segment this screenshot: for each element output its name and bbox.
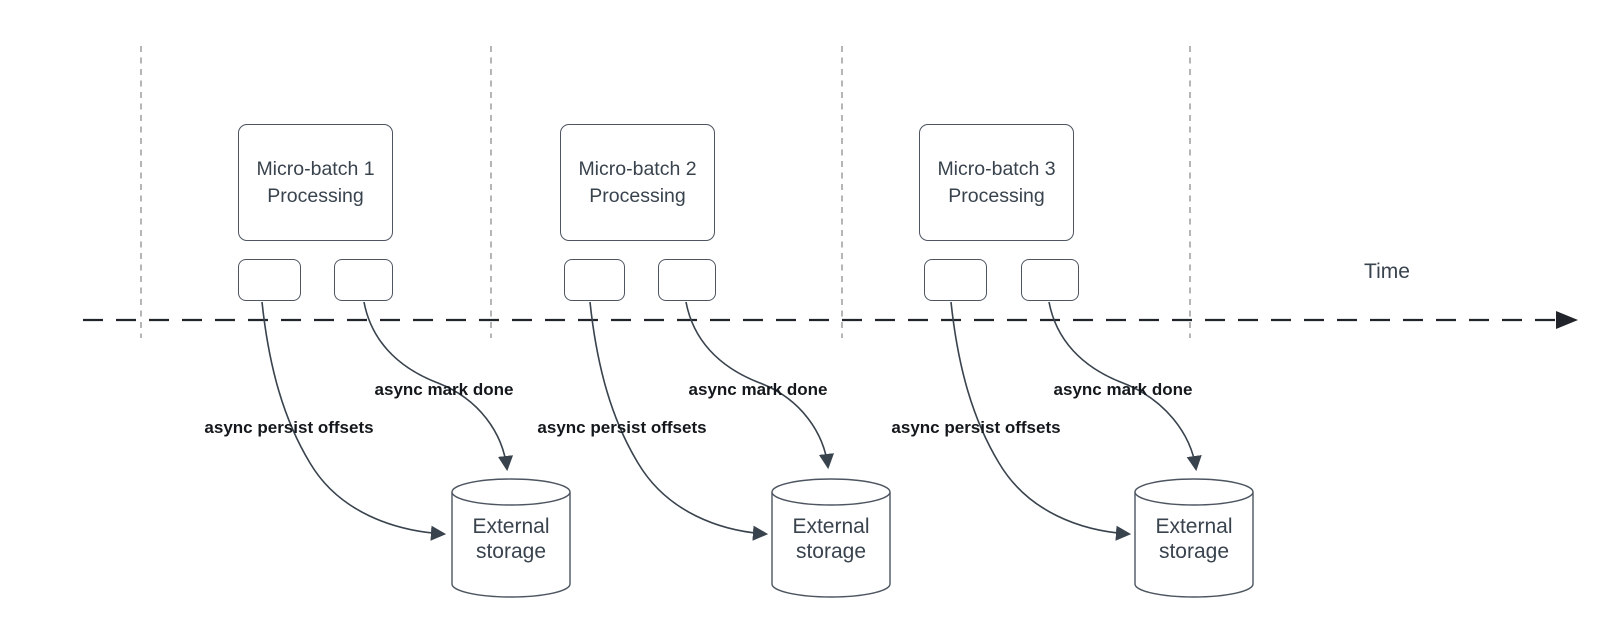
storage-label-line2: storage: [475, 540, 547, 563]
external-storage-label-2: External storage: [771, 514, 891, 564]
storage-label-line2: storage: [795, 540, 867, 563]
storage-label-line1: External: [792, 515, 870, 538]
task-box-2b: [658, 259, 716, 301]
external-storage-cylinder-3: [1134, 478, 1254, 598]
mark-done-arrow-3: [1048, 301, 1202, 472]
micro-batch-box-3: Micro-batch 3 Processing: [919, 124, 1074, 241]
persist-offsets-arrow-1: [261, 301, 447, 541]
mark-done-arrow-2: [685, 301, 835, 470]
task-box-1a: [238, 259, 301, 301]
mark-done-arrow-1: [363, 301, 514, 472]
mark-done-label-3: async mark done: [1053, 380, 1193, 399]
micro-batch-title-line1: Micro-batch 3: [937, 157, 1056, 180]
micro-batch-box-1: Micro-batch 1 Processing: [238, 124, 393, 241]
storage-label-line2: storage: [1158, 540, 1230, 563]
persist-offsets-arrow-2: [589, 301, 769, 541]
persist-offsets-arrow-3: [950, 301, 1132, 541]
task-box-1b: [334, 259, 393, 301]
external-storage-label-1: External storage: [451, 514, 571, 564]
external-storage-cylinder-2: [771, 478, 891, 598]
mark-done-label-2: async mark done: [688, 380, 828, 399]
persist-offsets-label-3: async persist offsets: [891, 418, 1061, 437]
task-box-3a: [924, 259, 987, 301]
external-storage-label-3: External storage: [1134, 514, 1254, 564]
storage-label-line1: External: [1155, 515, 1233, 538]
micro-batch-title-line1: Micro-batch 1: [256, 157, 375, 180]
micro-batch-box-2: Micro-batch 2 Processing: [560, 124, 715, 241]
task-box-3b: [1021, 259, 1079, 301]
task-box-2a: [564, 259, 625, 301]
time-axis-arrowhead-icon: [1556, 311, 1578, 329]
persist-offsets-label-2: async persist offsets: [537, 418, 707, 437]
micro-batch-title-line2: Processing: [589, 184, 686, 207]
external-storage-cylinder-1: [451, 478, 571, 598]
micro-batch-title-line2: Processing: [267, 184, 364, 207]
micro-batch-title-line2: Processing: [948, 184, 1045, 207]
storage-label-line1: External: [472, 515, 550, 538]
persist-offsets-label-1: async persist offsets: [204, 418, 374, 437]
mark-done-label-1: async mark done: [374, 380, 514, 399]
time-axis-label: Time: [1364, 260, 1410, 283]
micro-batch-title-line1: Micro-batch 2: [578, 157, 697, 180]
